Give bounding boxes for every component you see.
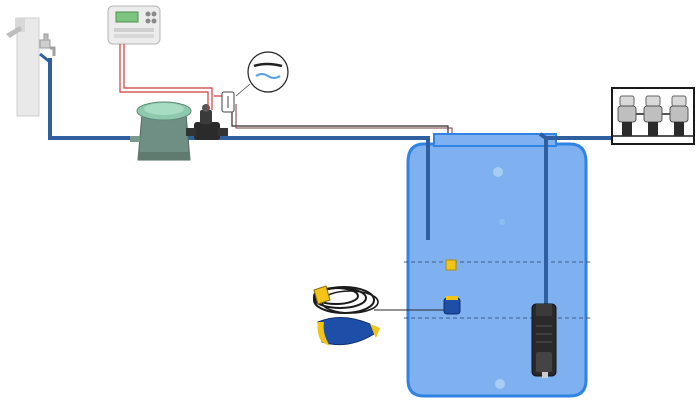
irrigation-controller-icon (107, 5, 161, 45)
tank-top-rim (433, 133, 557, 147)
controller-display (115, 11, 139, 23)
flow-sensor-magnifier (247, 51, 289, 93)
valve-box-icon (130, 101, 192, 161)
tank-body (406, 142, 588, 398)
control-wires (119, 44, 453, 298)
manifold-valve-1 (617, 95, 637, 136)
tank-float (443, 296, 461, 315)
flow-sensor-icon (221, 51, 289, 113)
float-switch-icon (313, 285, 444, 346)
level-marker (445, 259, 457, 271)
faucet-body (39, 39, 51, 49)
water-tank-icon (406, 133, 588, 398)
submersible-pump-icon (531, 132, 612, 378)
manifold-valve-3 (669, 95, 689, 136)
faucet-icon (6, 17, 56, 117)
sprinkler-manifold-icon (611, 87, 695, 145)
supply-pipe (39, 52, 430, 140)
wall-post (16, 17, 40, 117)
manifold-valve-2 (643, 95, 663, 136)
water-level-lines (404, 261, 592, 319)
